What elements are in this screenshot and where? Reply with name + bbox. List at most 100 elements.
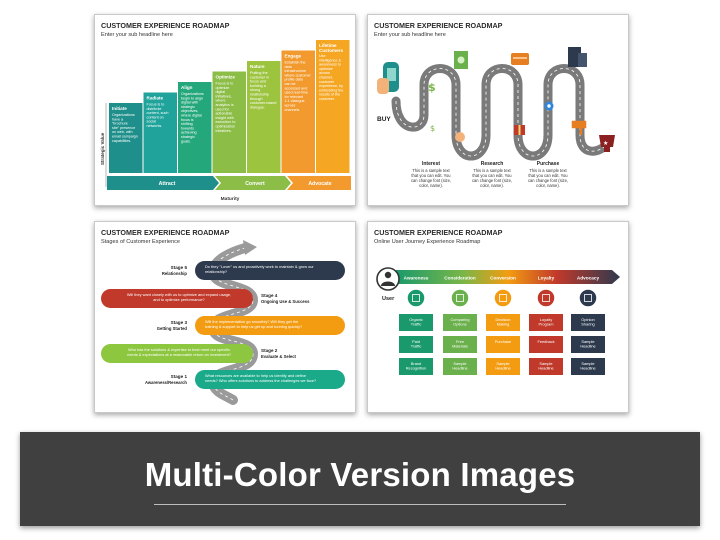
interest-title: Interest <box>422 161 440 167</box>
journey-card <box>486 358 520 375</box>
stage-icon <box>450 288 470 308</box>
stage-glyph-icon <box>456 294 464 302</box>
phone-hand-icon <box>377 62 399 94</box>
chat-icon <box>455 132 465 142</box>
stage-label: Awareness <box>404 276 429 281</box>
banner-underline <box>154 504 566 505</box>
journey-card <box>529 358 563 375</box>
slide-thumbnail-1[interactable]: CUSTOMER EXPERIENCE ROADMAP Enter your s… <box>94 14 356 206</box>
stage-question: Will they want closely with us to optimi… <box>127 292 231 302</box>
banner-title: Multi-Color Version Images <box>144 456 576 493</box>
journey-card <box>529 314 563 331</box>
stage-glyph-icon <box>584 294 592 302</box>
journey-card <box>571 314 605 331</box>
phase-advocate <box>287 176 351 190</box>
step-name: Align <box>181 85 193 90</box>
stage-label: Loyalty <box>538 276 555 281</box>
stage-question: Will the implementation go smoothly? Wil… <box>205 319 303 329</box>
journey-card <box>486 336 520 353</box>
stage-bar <box>195 370 345 389</box>
journey-card <box>443 358 477 375</box>
stage-question: Do they "Lover" us and proactively work … <box>205 264 314 274</box>
slide-subtitle: Enter your sub headline here <box>101 32 173 38</box>
footer-banner: Multi-Color Version Images <box>20 432 700 526</box>
phase-attract-label: Attract <box>159 181 176 187</box>
slide-thumbnail-2[interactable]: CUSTOMER EXPERIENCE ROADMAP Enter your s… <box>367 14 629 206</box>
step-bar <box>247 61 281 173</box>
card-text: Feedback <box>537 339 554 344</box>
stage-name: Ongoing Use & Success <box>261 299 310 304</box>
stage-question: What resources are available to help us … <box>205 373 317 383</box>
step-name: Nature <box>250 64 265 69</box>
dollar-tag-icon: $ <box>430 124 435 133</box>
stage-label: Stage 2 <box>261 348 278 353</box>
stage-label: Consideration <box>444 276 476 281</box>
slide-title: CUSTOMER EXPERIENCE ROADMAP <box>101 228 230 237</box>
step-bar <box>109 103 143 173</box>
slide-title: CUSTOMER EXPERIENCE ROADMAP <box>374 228 503 237</box>
journey-card <box>486 314 520 331</box>
svg-text:★: ★ <box>603 140 608 147</box>
stage-bar <box>195 316 345 335</box>
user-label: User <box>382 296 395 302</box>
slide-title: CUSTOMER EXPERIENCE ROADMAP <box>101 21 230 30</box>
bottom-label: Maturity <box>221 196 240 202</box>
step-bar <box>178 82 212 173</box>
stages-diagram: Do they "Lover" us and proactively work … <box>101 240 345 405</box>
step-name: Optimize <box>216 75 236 80</box>
stage-name: Relationship <box>162 271 188 276</box>
phase-advocate-label: Advocate <box>308 181 331 187</box>
journey-card <box>571 336 605 353</box>
gift-icon <box>514 125 525 135</box>
step-bar <box>212 71 246 173</box>
stage-label: Stage 3 <box>171 320 188 325</box>
stage-icon <box>406 288 426 308</box>
buy-label: BUY <box>377 116 391 123</box>
stage-glyph-icon <box>542 294 550 302</box>
journey-arrow <box>396 270 620 284</box>
road-arrow-head <box>243 240 257 255</box>
research-title: Research <box>481 161 504 167</box>
hairdryer-icon <box>571 120 587 135</box>
stage-bar <box>195 261 345 280</box>
slide-thumbnail-3[interactable]: CUSTOMER EXPERIENCE ROADMAP Stages of Cu… <box>94 221 356 413</box>
stage-name: Evaluate & Select <box>261 354 297 359</box>
user-icon <box>376 267 400 291</box>
stage-bar <box>101 289 253 308</box>
stage-name: Getting Started <box>157 326 188 331</box>
stage-label: Stage 5 <box>171 265 188 270</box>
purchase-title: Purchase <box>537 161 560 167</box>
journey-card <box>399 336 433 353</box>
journey-card <box>399 358 433 375</box>
step-name: Radiate <box>147 96 164 101</box>
phase-attract <box>107 176 219 190</box>
slide-thumbnail-4[interactable]: CUSTOMER EXPERIENCE ROADMAP Online User … <box>367 221 629 413</box>
stage-name: Awareness/Research <box>145 380 187 385</box>
side-label: Strategic Value <box>100 132 105 165</box>
wallet-icon <box>511 53 529 65</box>
stage-label: Conversion <box>490 276 516 281</box>
step-bar <box>281 50 315 173</box>
stage-label: Stage 4 <box>261 293 278 298</box>
journey-card <box>443 336 477 353</box>
journey-card <box>399 314 433 331</box>
